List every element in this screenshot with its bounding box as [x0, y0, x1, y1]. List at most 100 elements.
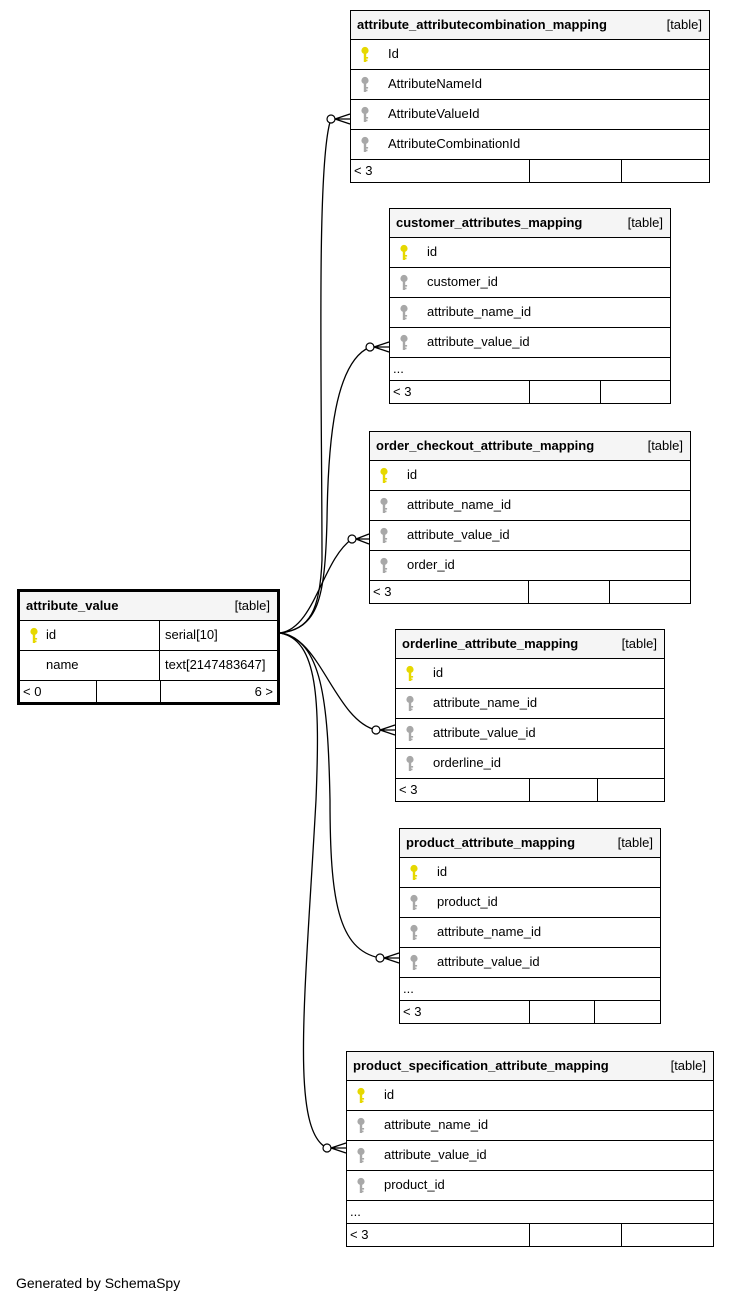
column-name: attribute_value_id — [407, 527, 510, 542]
column-row[interactable]: AttributeValueId — [351, 100, 709, 130]
table-product-specification-attribute-mapping[interactable]: product_specification_attribute_mapping [… — [346, 1051, 714, 1247]
relationship-edge — [279, 632, 400, 964]
column-name: attribute_name_id — [384, 1117, 489, 1132]
primary-key-icon — [360, 46, 370, 63]
column-row[interactable]: orderline_id — [396, 749, 664, 779]
column-row[interactable]: attribute_name_id — [400, 918, 660, 948]
column-name: order_id — [407, 557, 455, 572]
column-row[interactable]: attribute_name_id — [390, 298, 670, 328]
column-row[interactable]: attribute_name_id — [396, 689, 664, 719]
column-row[interactable]: product_id — [400, 888, 660, 918]
column-name: id — [384, 1087, 395, 1102]
more-columns-row: ... — [347, 1201, 713, 1224]
column-row[interactable]: attribute_value_id — [390, 328, 670, 358]
table-header: attribute_attributecombination_mapping [t… — [351, 11, 709, 40]
table-header: attribute_value [table] — [20, 592, 277, 621]
table-orderline-attribute-mapping[interactable]: orderline_attribute_mapping[table]id attr… — [395, 629, 665, 802]
parents-count: < 3 — [403, 1004, 422, 1019]
column-name: orderline_id — [433, 755, 501, 770]
column-name: id — [46, 627, 57, 642]
many-crowfoot-marker — [355, 533, 370, 545]
many-crowfoot-marker — [334, 113, 351, 125]
parents-count: < 3 — [350, 1227, 369, 1242]
primary-key-icon — [379, 467, 389, 484]
column-row[interactable]: id — [400, 858, 660, 888]
table-type: [table] — [234, 598, 270, 613]
table-name: attribute_attributecombination_mapping — [357, 17, 607, 32]
parents-count: < 3 — [373, 584, 392, 599]
table-header: customer_attributes_mapping[table] — [390, 209, 670, 238]
table-name: attribute_value — [26, 598, 119, 613]
column-row[interactable]: order_id — [370, 551, 690, 581]
primary-key-icon — [356, 1087, 366, 1104]
column-row[interactable]: id — [370, 461, 690, 491]
foreign-key-icon — [360, 76, 370, 93]
column-row[interactable]: id — [390, 238, 670, 268]
column-name: product_id — [384, 1177, 445, 1192]
many-crowfoot-marker — [330, 1142, 347, 1154]
column-row[interactable]: customer_id — [390, 268, 670, 298]
zero-optional-marker — [322, 1143, 332, 1153]
foreign-key-icon — [399, 304, 409, 321]
table-footer: < 3 — [351, 160, 709, 182]
many-crowfoot-marker — [373, 341, 390, 353]
primary-key-icon — [405, 665, 415, 682]
column-row[interactable]: id — [396, 659, 664, 689]
zero-optional-marker — [371, 725, 381, 735]
column-name: attribute_name_id — [427, 304, 532, 319]
column-name: customer_id — [427, 274, 498, 289]
table-type: [table] — [670, 1058, 706, 1073]
table-attribute-attributecombination-mapping[interactable]: attribute_attributecombination_mapping [t… — [350, 10, 710, 183]
table-name: orderline_attribute_mapping — [402, 636, 579, 651]
column-row[interactable]: attribute_value_id — [347, 1141, 713, 1171]
column-row[interactable]: attribute_value_id — [370, 521, 690, 551]
table-header: orderline_attribute_mapping[table] — [396, 630, 664, 659]
column-name: id — [427, 244, 438, 259]
foreign-key-icon — [399, 274, 409, 291]
column-name: AttributeCombinationId — [388, 136, 521, 151]
table-name: product_specification_attribute_mapping — [353, 1058, 609, 1073]
foreign-key-icon — [409, 894, 419, 911]
table-footer: < 3 — [390, 381, 670, 403]
column-row[interactable]: AttributeCombinationId — [351, 130, 709, 160]
column-row[interactable]: attribute_name_id — [370, 491, 690, 521]
column-row-id[interactable]: id serial[10] — [20, 621, 277, 651]
relationship-edge — [279, 632, 347, 1154]
table-order-checkout-attribute-mapping[interactable]: order_checkout_attribute_mapping[table]i… — [369, 431, 691, 604]
more-columns-indicator: ... — [393, 361, 404, 376]
column-row[interactable]: attribute_name_id — [347, 1111, 713, 1141]
more-columns-indicator: ... — [403, 981, 414, 996]
foreign-key-icon — [356, 1117, 366, 1134]
column-name: attribute_name_id — [433, 695, 538, 710]
column-name: id — [437, 864, 448, 879]
table-type: [table] — [666, 17, 702, 32]
column-row-name[interactable]: name text[2147483647] — [20, 651, 277, 681]
column-name: attribute_name_id — [407, 497, 512, 512]
table-attribute-value[interactable]: attribute_value [table] id serial[10] na… — [17, 589, 280, 705]
relationship-edge — [279, 113, 351, 634]
table-customer-attributes-mapping[interactable]: customer_attributes_mapping[table]id cust… — [389, 208, 671, 404]
column-row[interactable]: Id — [351, 40, 709, 70]
table-footer: < 0 6 > — [20, 681, 277, 703]
parents-count: < 3 — [354, 163, 373, 178]
column-name: Id — [388, 46, 399, 61]
foreign-key-icon — [356, 1147, 366, 1164]
column-row[interactable]: attribute_value_id — [400, 948, 660, 978]
parents-count: < 0 — [23, 684, 42, 699]
column-row[interactable]: attribute_value_id — [396, 719, 664, 749]
column-name: attribute_value_id — [433, 725, 536, 740]
more-columns-row: ... — [400, 978, 660, 1001]
column-row[interactable]: AttributeNameId — [351, 70, 709, 100]
column-row[interactable]: product_id — [347, 1171, 713, 1201]
relationship-edge — [279, 533, 370, 634]
foreign-key-icon — [409, 954, 419, 971]
table-type: [table] — [627, 215, 663, 230]
table-name: product_attribute_mapping — [406, 835, 576, 850]
children-count: 6 > — [254, 684, 273, 699]
column-row[interactable]: id — [347, 1081, 713, 1111]
column-name: AttributeValueId — [388, 106, 480, 121]
primary-key-icon — [29, 627, 39, 647]
table-footer: < 3 — [396, 779, 664, 801]
many-crowfoot-marker — [383, 952, 400, 964]
